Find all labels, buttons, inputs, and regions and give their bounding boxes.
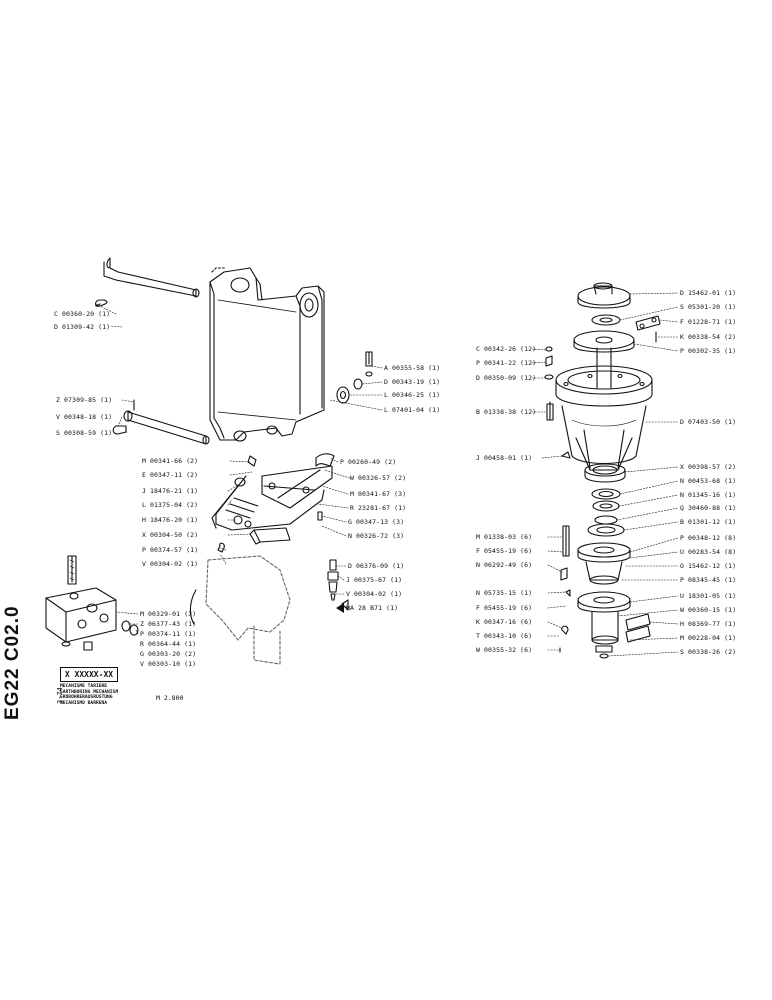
part-label: N 01345-16 (1) (680, 491, 737, 499)
part-label: N 05735-15 (1) (476, 589, 533, 597)
part-label: L 01375-04 (2) (142, 501, 199, 509)
part-label: J 18476-21 (1) (142, 487, 199, 495)
part-label: C 00360-20 (1) (54, 310, 111, 318)
part-label: S 05301-20 (1) (680, 303, 737, 311)
part-label: Z 06377-43 (1) (140, 620, 197, 628)
title-fr: MECANISME TARIERE (60, 684, 108, 689)
part-label: P 00341-22 (12) (476, 359, 537, 367)
title-de: ERDBOHRERAUSRUSTUNG (60, 695, 113, 701)
title-en: EARTHBORING MECHANISM (60, 689, 119, 695)
part-label: F 05455-19 (6) (476, 547, 533, 555)
gearbox-assembly-drawing (544, 282, 661, 659)
part-label: D 01309-42 (1) (54, 323, 111, 331)
reference-box: X XXXXX-XX (60, 667, 118, 682)
part-label: R 00364-44 (1) (140, 640, 197, 648)
part-label: V 00348-18 (1) (56, 413, 113, 421)
part-label: M 00341-67 (3) (350, 490, 407, 498)
part-label: J 00375-67 (1) (346, 576, 403, 584)
part-label: A 00355-58 (1) (384, 364, 441, 372)
mounting-frame-drawing (94, 257, 373, 445)
part-label: N 00326-72 (3) (348, 532, 405, 540)
part-label: G 00303-20 (2) (140, 650, 197, 658)
part-label: W 00355-32 (6) (476, 646, 533, 654)
part-label: V 00303-10 (1) (140, 660, 197, 668)
part-label: U 18301-05 (1) (680, 592, 737, 600)
sheet-titles: MECANISME TARIERE EARTHBORING MECHANISM … (60, 684, 118, 706)
part-label: D 07403-50 (1) (680, 418, 737, 426)
part-label: N 06292-49 (6) (476, 561, 533, 569)
part-label: V 00304-02 (1) (142, 560, 199, 568)
part-label: C 00342-26 (12) (476, 345, 537, 353)
part-label: L 00346-25 (1) (384, 391, 441, 399)
part-label: S 00308-59 (1) (56, 429, 113, 437)
part-label: B 01301-12 (1) (680, 518, 737, 526)
part-label: H 08369-77 (1) (680, 620, 737, 628)
leader-lines-left (95, 303, 383, 635)
part-label: D 15462-01 (1) (680, 289, 737, 297)
part-label: S 00338-26 (2) (680, 648, 737, 656)
part-label: X 00398-57 (2) (680, 463, 737, 471)
part-label: R 23281-67 (1) (350, 504, 407, 512)
part-label: P 00348-12 (8) (680, 534, 737, 542)
valve-block-drawing (45, 555, 139, 651)
part-label: M 00329-01 (3) (140, 610, 197, 618)
part-label: J 00458-01 (1) (476, 454, 533, 462)
part-label: O 15462-12 (1) (680, 562, 737, 570)
part-label: W 00326-57 (2) (350, 474, 407, 482)
part-label: Z 07309-85 (1) (56, 396, 113, 404)
part-label: P 00302-35 (1) (680, 347, 737, 355)
title-es: MECANISMO BARRENA (60, 700, 108, 706)
hydraulic-fittings-drawing (189, 453, 349, 665)
sheet-code: EG22 C02.0 (2, 605, 23, 720)
part-label: M 01338-03 (6) (476, 533, 533, 541)
part-label: F 01228-71 (1) (680, 318, 737, 326)
part-label: D 06376-09 (1) (348, 562, 405, 570)
part-label: H 18476-20 (1) (142, 516, 199, 524)
part-label: U 00283-54 (8) (680, 548, 737, 556)
leader-lines-right (531, 292, 679, 657)
part-label: HA 28 B71 (1) (346, 604, 399, 612)
part-label: F 05455-19 (6) (476, 604, 533, 612)
part-label: T 00343-10 (6) (476, 632, 533, 640)
part-label: D 00343-19 (1) (384, 378, 441, 386)
part-label: E 00347-11 (2) (142, 471, 199, 479)
part-label: M 00341-66 (2) (142, 457, 199, 465)
part-label: D 00350-09 (12) (476, 374, 537, 382)
part-label: G 00347-13 (3) (348, 518, 405, 526)
part-label: B 01338-38 (12) (476, 408, 537, 416)
part-label: L 07401-04 (1) (384, 406, 441, 414)
part-label: Q 30460-88 (1) (680, 504, 737, 512)
part-label: K 00347-16 (6) (476, 618, 533, 626)
part-label: K 00338-54 (2) (680, 333, 737, 341)
part-label: P 00374-11 (1) (140, 630, 197, 638)
part-label: W 00360-15 (1) (680, 606, 737, 614)
part-label: N 00453-68 (1) (680, 477, 737, 485)
part-label: X 00304-50 (2) (142, 531, 199, 539)
part-label: M 00228-04 (1) (680, 634, 737, 642)
part-label: P 00260-49 (2) (340, 458, 397, 466)
part-label: V 00304-02 (1) (346, 590, 403, 598)
part-label: P 08345-45 (1) (680, 576, 737, 584)
model-number: M 2.800 (156, 694, 184, 702)
part-label: P 00374-57 (1) (142, 546, 199, 554)
